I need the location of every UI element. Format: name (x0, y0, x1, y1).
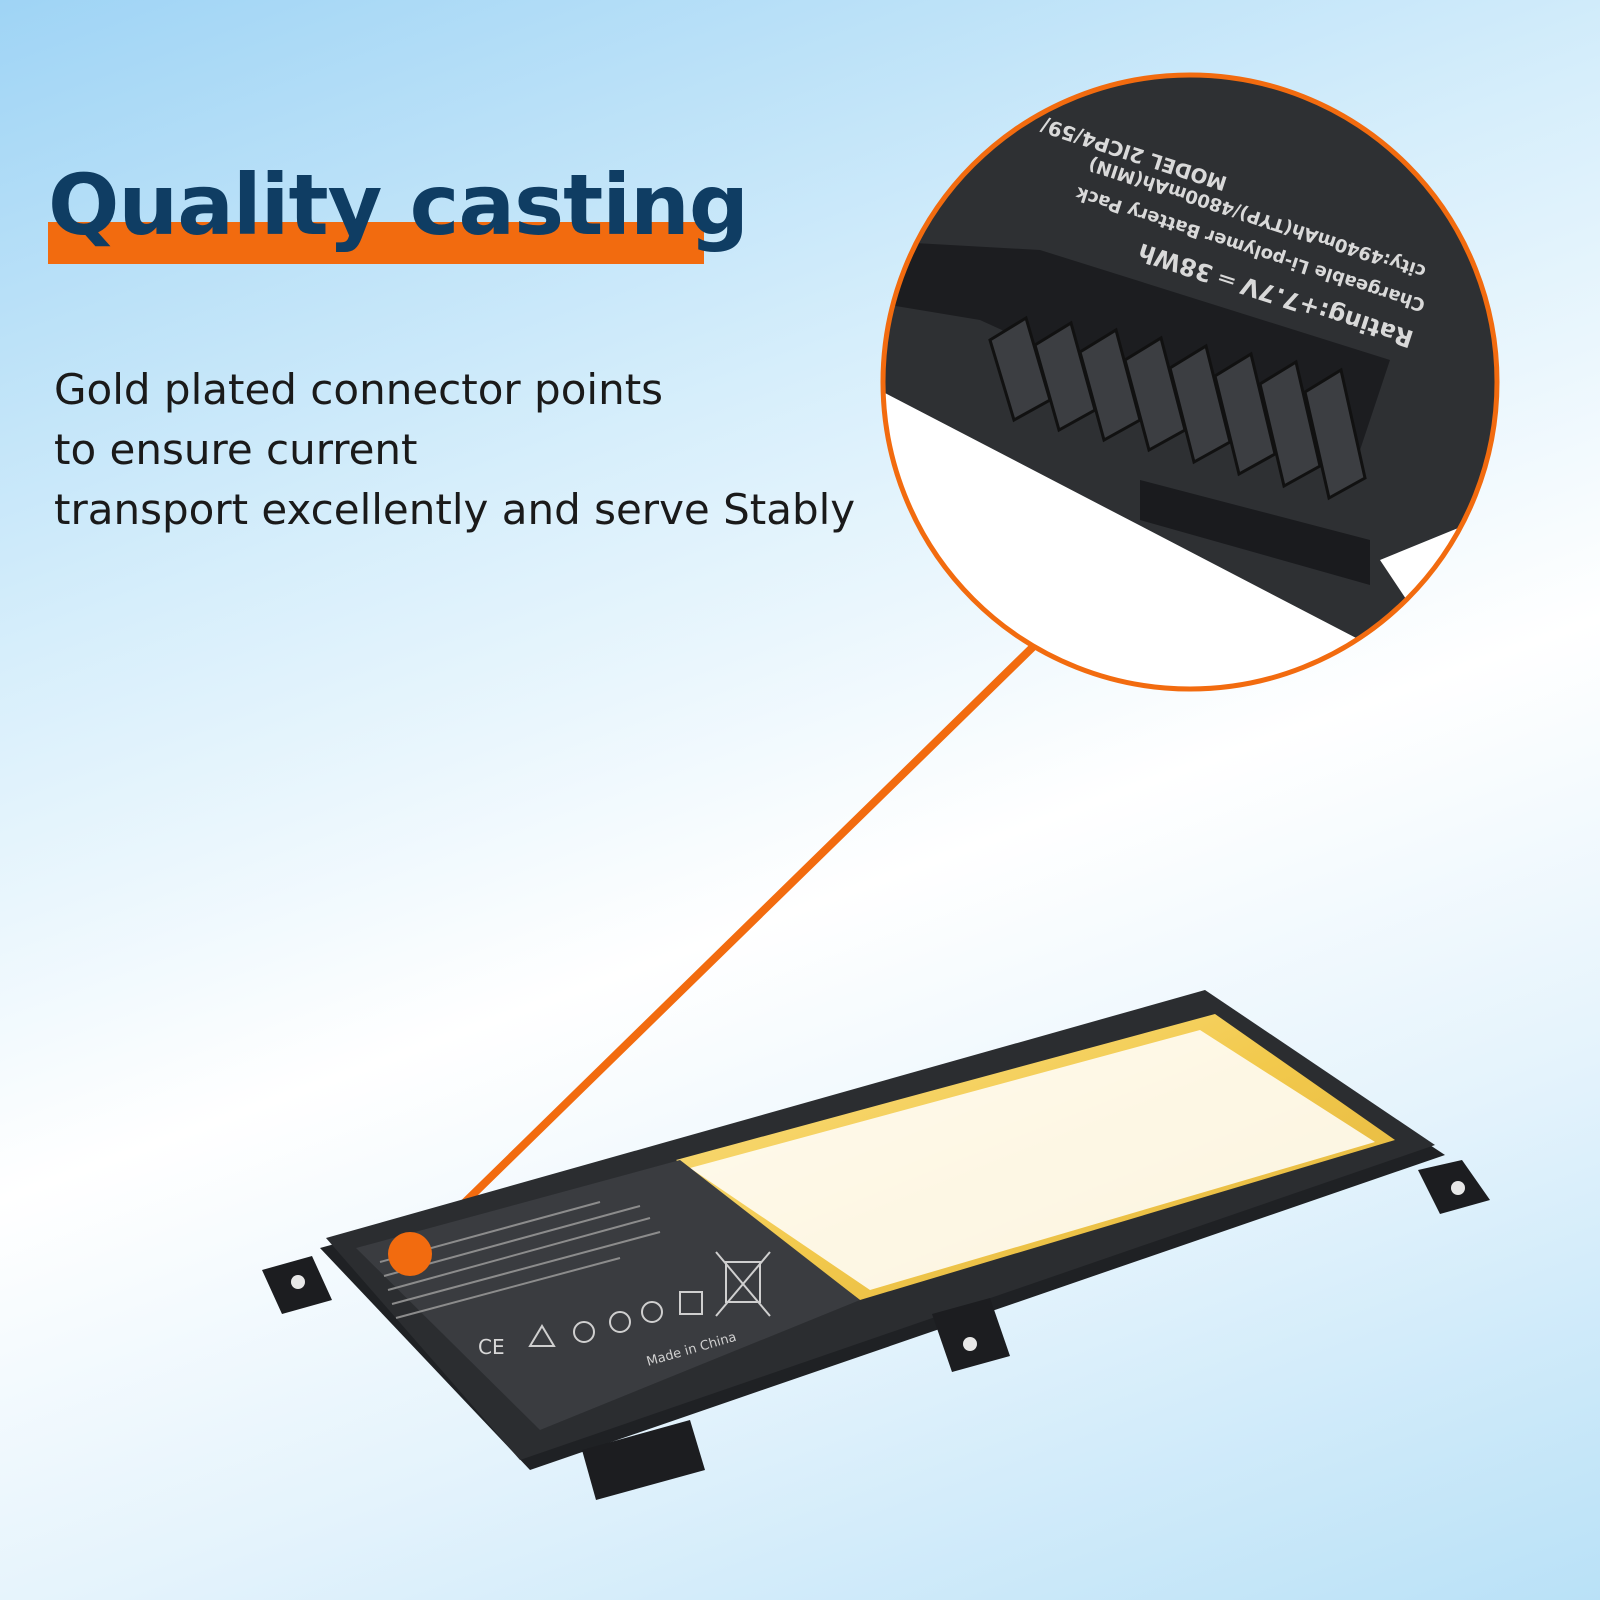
battery-pack: CE Made in China (262, 990, 1490, 1500)
battery-connector-tab (582, 1420, 705, 1500)
screw-hole-icon (1451, 1181, 1465, 1195)
headline-block: Quality casting (48, 150, 749, 264)
feature-description: Gold plated connector points to ensure c… (54, 360, 934, 540)
battery-mount-tab-bottom (932, 1298, 1010, 1372)
description-line-1: Gold plated connector points (54, 365, 664, 414)
ce-mark: CE (478, 1335, 505, 1359)
page-title: Quality casting (48, 156, 749, 254)
certification-symbols: CE (478, 1251, 771, 1359)
warning-icon (528, 1324, 556, 1347)
callout-dot (388, 1232, 432, 1276)
battery-label-panel (356, 1160, 860, 1430)
qr-mark-icon (679, 1291, 703, 1315)
recycle-icon (573, 1321, 595, 1343)
screw-hole-icon (291, 1275, 305, 1289)
description-line-2: to ensure current (54, 425, 418, 474)
description-line-3: transport excellently and serve Stably (54, 485, 856, 534)
connector-zoom-view: Rating:+7.7V ═ 38Wh Chargeable Li-polyme… (880, 72, 1500, 692)
weee-bin-icon (715, 1251, 771, 1317)
rohs-icon (609, 1311, 631, 1333)
callout-line (408, 638, 1042, 1258)
battery-cell-highlight (690, 1030, 1375, 1290)
battery-symbol-icon (641, 1301, 663, 1323)
zoom-connector-lip (1140, 480, 1370, 585)
headline-underline-bar (48, 222, 704, 264)
screw-hole-icon (963, 1337, 977, 1351)
zoom-circle-border (880, 72, 1500, 692)
zoom-connector-pins (988, 315, 1367, 501)
